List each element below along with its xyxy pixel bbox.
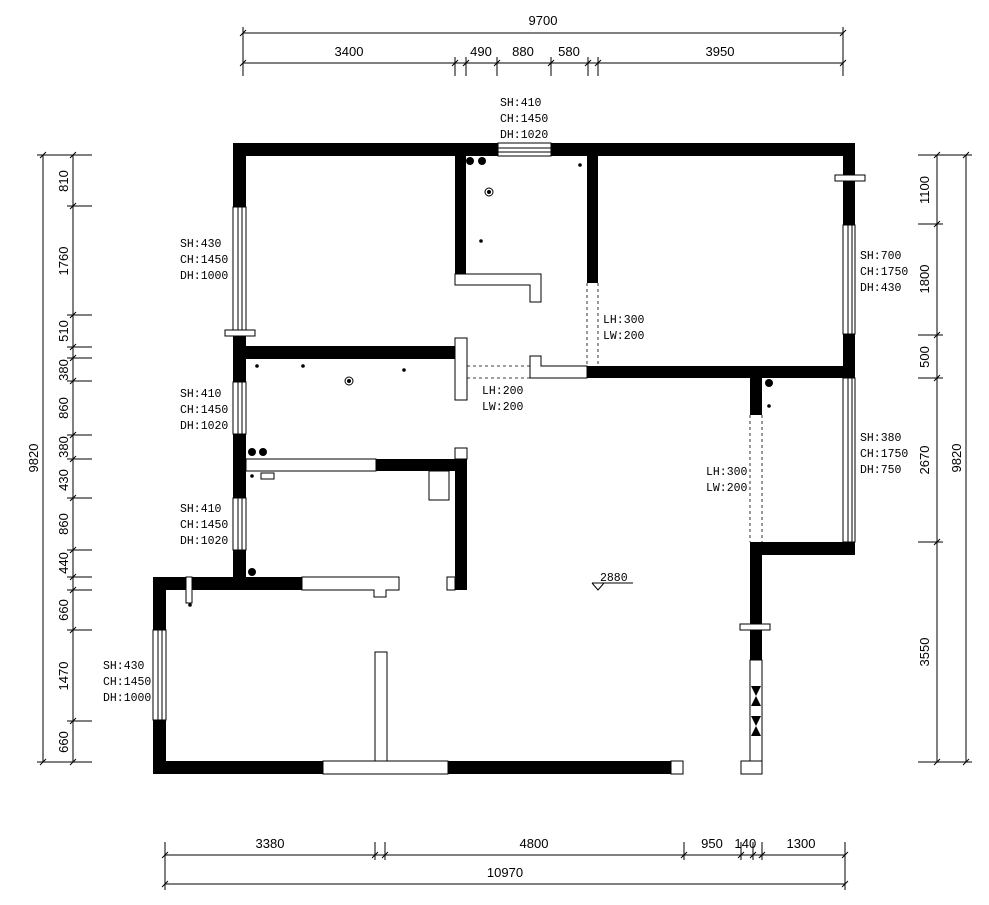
dim-top-seg-1: 3400 xyxy=(335,44,364,59)
dim-right-total: 9820 xyxy=(949,444,964,473)
dim-left-seg-10: 660 xyxy=(56,599,71,621)
walls xyxy=(153,143,855,774)
window-note-top: SH:410 CH:1450 DH:1020 xyxy=(500,97,548,142)
svg-text:CH:1450: CH:1450 xyxy=(500,113,548,126)
dim-left-seg-7: 430 xyxy=(56,469,71,491)
svg-text:DH:1020: DH:1020 xyxy=(180,535,228,548)
dim-top-total: 9700 xyxy=(529,13,558,28)
svg-text:LW:200: LW:200 xyxy=(706,482,748,495)
svg-text:LW:200: LW:200 xyxy=(603,330,645,343)
opening-note-2: LH:200 LW:200 xyxy=(482,385,524,414)
dim-left-seg-6: 380 xyxy=(56,436,71,458)
svg-text:SH:410: SH:410 xyxy=(500,97,542,110)
dim-bottom-seg-2: 4800 xyxy=(520,836,549,851)
svg-text:CH:1750: CH:1750 xyxy=(860,448,908,461)
svg-text:DH:430: DH:430 xyxy=(860,282,902,295)
svg-text:DH:1020: DH:1020 xyxy=(500,129,548,142)
svg-text:SH:380: SH:380 xyxy=(860,432,902,445)
right-dimension-lines xyxy=(918,151,972,766)
svg-text:LH:200: LH:200 xyxy=(482,385,524,398)
level-mark xyxy=(591,582,633,591)
window-note-left3: SH:410 CH:1450 DH:1020 xyxy=(180,503,228,548)
svg-text:CH:1450: CH:1450 xyxy=(180,519,228,532)
opening-note-1: LH:300 LW:200 xyxy=(603,314,645,343)
interior-fixtures xyxy=(185,157,866,775)
dim-top-seg-2: 490 xyxy=(470,44,492,59)
svg-text:DH:1000: DH:1000 xyxy=(180,270,228,283)
dim-top-seg-5: 3950 xyxy=(706,44,735,59)
dim-bottom-seg-3: 950 xyxy=(701,836,723,851)
dim-bottom-seg-1: 3380 xyxy=(256,836,285,851)
svg-text:SH:410: SH:410 xyxy=(180,503,222,516)
dim-left-seg-1: 810 xyxy=(56,170,71,192)
level-mark-value: 2880 xyxy=(600,572,628,585)
dim-left-seg-4: 380 xyxy=(56,359,71,381)
dim-bottom-seg-5: 40 xyxy=(742,836,756,851)
dim-top-seg-3: 880 xyxy=(512,44,534,59)
dim-right-seg-5: 3550 xyxy=(917,638,932,667)
dim-top-seg-4: 580 xyxy=(558,44,580,59)
svg-text:SH:430: SH:430 xyxy=(103,660,145,673)
dim-left-seg-2: 1760 xyxy=(56,247,71,276)
dim-bottom-seg-6: 1300 xyxy=(787,836,816,851)
svg-text:SH:430: SH:430 xyxy=(180,238,222,251)
bottom-dimension-lines xyxy=(161,842,849,890)
svg-text:LW:200: LW:200 xyxy=(482,401,524,414)
dim-left-total: 9820 xyxy=(26,444,41,473)
dim-left-seg-5: 860 xyxy=(56,397,71,419)
opening-note-3: LH:300 LW:200 xyxy=(706,466,748,495)
dim-right-seg-2: 1800 xyxy=(917,265,932,294)
svg-text:SH:410: SH:410 xyxy=(180,388,222,401)
svg-text:LH:300: LH:300 xyxy=(706,466,748,479)
svg-text:CH:1450: CH:1450 xyxy=(180,254,228,267)
dim-left-seg-11: 1470 xyxy=(56,662,71,691)
window-note-right1: SH:700 CH:1750 DH:430 xyxy=(860,250,908,295)
svg-text:LH:300: LH:300 xyxy=(603,314,645,327)
svg-text:CH:1450: CH:1450 xyxy=(103,676,151,689)
dim-left-seg-12: 660 xyxy=(56,731,71,753)
dim-right-seg-1: 1100 xyxy=(917,176,932,204)
svg-text:DH:1000: DH:1000 xyxy=(103,692,151,705)
window-note-right2: SH:380 CH:1750 DH:750 xyxy=(860,432,908,477)
svg-text:CH:1750: CH:1750 xyxy=(860,266,908,279)
window-note-left4: SH:430 CH:1450 DH:1000 xyxy=(103,660,151,705)
dim-right-seg-3: 500 xyxy=(917,346,932,368)
top-dimension-lines xyxy=(239,27,847,76)
dim-right-seg-4: 2670 xyxy=(917,446,932,475)
svg-text:CH:1450: CH:1450 xyxy=(180,404,228,417)
dim-bottom-total: 10970 xyxy=(487,865,523,880)
window-note-left2: SH:410 CH:1450 DH:1020 xyxy=(180,388,228,433)
left-dimension-lines xyxy=(37,151,92,766)
dim-bottom-seg-4: 1 xyxy=(734,836,741,851)
svg-text:DH:1020: DH:1020 xyxy=(180,420,228,433)
dim-left-seg-8: 860 xyxy=(56,513,71,535)
dim-left-seg-3: 510 xyxy=(56,320,71,342)
dim-left-seg-9: 440 xyxy=(56,552,71,574)
openings xyxy=(467,283,763,542)
window-note-left1: SH:430 CH:1450 DH:1000 xyxy=(180,238,228,283)
svg-text:SH:700: SH:700 xyxy=(860,250,902,263)
svg-text:DH:750: DH:750 xyxy=(860,464,902,477)
